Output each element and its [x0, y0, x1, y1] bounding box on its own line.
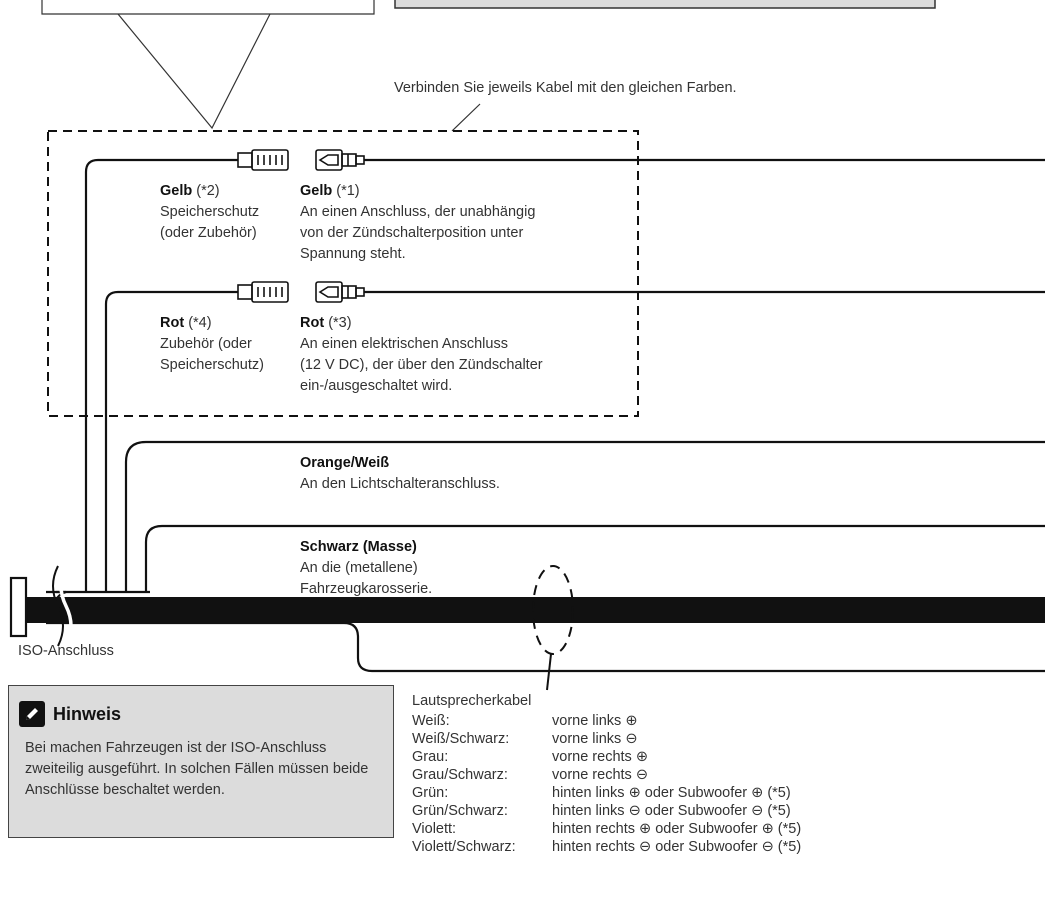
pencil-icon: [19, 701, 45, 727]
wire-orange-weiss: [124, 440, 1045, 592]
wire-label-rot-4: Rot (*4): [160, 315, 212, 331]
note-box: Hinweis Bei machen Fahrzeugen ist der IS…: [8, 685, 394, 838]
speaker-row: Weiß:vorne links ⊕: [412, 713, 638, 729]
iso-connector-label: ISO-Anschluss: [18, 643, 114, 659]
note-body: Bei machen Fahrzeugen ist der ISO-Anschl…: [25, 740, 369, 798]
callout-pointer: [117, 13, 271, 130]
wire-desc-rot-3-line1: An einen elektrischen Anschluss: [300, 336, 508, 352]
wire-desc-orange-weiss: An den Lichtschalteranschluss.: [300, 476, 500, 492]
wire-label-schwarz-masse: Schwarz (Masse): [300, 539, 417, 555]
wire-desc-gelb-1-line1: An einen Anschluss, der unabhängig: [300, 204, 536, 220]
connector-female-rot: [237, 281, 289, 303]
wire-label-gelb-2: Gelb (*2): [160, 183, 220, 199]
wire-bundle: [24, 597, 1045, 623]
wire-desc-rot-3-line3: ein-/ausgeschaltet wird.: [300, 378, 453, 394]
speaker-row: Grau/Schwarz:vorne rechts ⊖: [412, 767, 648, 783]
speaker-row: Weiß/Schwarz:vorne links ⊖: [412, 731, 638, 747]
wire-label-orange-weiss: Orange/Weiß: [300, 455, 390, 471]
wire-gelb-2: [84, 158, 238, 592]
connector-female-gelb: [237, 149, 289, 171]
wire-desc-schwarz-line2: Fahrzeugkarosserie.: [300, 581, 433, 597]
wire-desc-gelb-1-line3: Spannung steht.: [300, 246, 406, 262]
wire-desc-gelb-1-line2: von der Zündschalterposition unter: [300, 225, 524, 241]
instruction-pointer: [451, 103, 481, 132]
speaker-row: Grün/Schwarz:hinten links ⊖ oder Subwoof…: [412, 803, 791, 819]
break-mark-right: [59, 565, 73, 647]
iso-connector: [9, 576, 28, 638]
callout-box-right: [394, 0, 936, 9]
callout-box-left: [41, 0, 375, 15]
speaker-cable-ellipse: [532, 565, 574, 655]
note-header: Hinweis: [19, 701, 121, 727]
wire-rot-4: [104, 290, 238, 592]
wire-schwarz-masse: [144, 524, 1045, 592]
wire-desc-rot-4-line2: Speicherschutz): [160, 357, 264, 373]
break-mark-left: [52, 565, 64, 647]
wire-desc-gelb-2-line2: (oder Zubehör): [160, 225, 257, 241]
speaker-row: Grün:hinten links ⊕ oder Subwoofer ⊕ (*5…: [412, 785, 791, 801]
note-title: Hinweis: [53, 703, 122, 724]
speaker-title: Lautsprecherkabel: [412, 693, 532, 709]
speaker-row: Violett/Schwarz:hinten rechts ⊖ oder Sub…: [412, 839, 802, 855]
speaker-row: Grau:vorne rechts ⊕: [412, 749, 648, 765]
speaker-row: Violett:hinten rechts ⊕ oder Subwoofer ⊕…: [412, 821, 802, 837]
dashed-group-box: [47, 130, 639, 417]
wire-desc-schwarz-line1: An die (metallene): [300, 560, 418, 576]
wire-desc-rot-4-line1: Zubehör (oder: [160, 336, 252, 352]
wire-desc-gelb-2-line1: Speicherschutz: [160, 204, 260, 220]
wire-label-rot-3: Rot (*3): [300, 315, 352, 331]
speaker-pointer: [546, 653, 552, 691]
connector-male-gelb: [315, 149, 365, 171]
wire-speaker: [46, 621, 1045, 673]
instruction-text: Verbinden Sie jeweils Kabel mit den glei…: [394, 80, 737, 96]
wire-label-gelb-1: Gelb (*1): [300, 183, 360, 199]
connector-male-rot: [315, 281, 365, 303]
wire-desc-rot-3-line2: (12 V DC), der über den Zündschalter: [300, 357, 543, 373]
